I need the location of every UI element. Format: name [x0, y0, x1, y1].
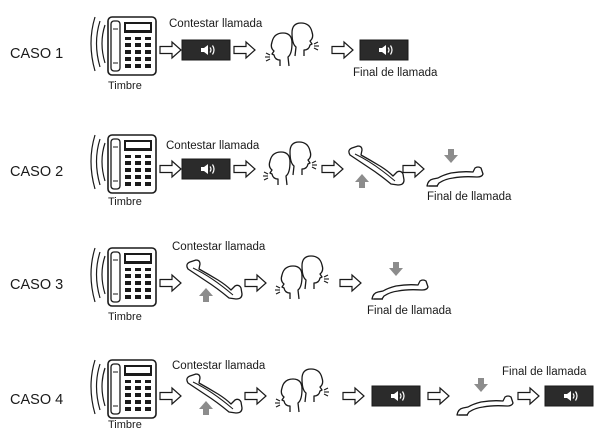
phone-icon — [90, 134, 157, 194]
phone-icon — [90, 247, 157, 307]
speaker-button-icon — [544, 385, 594, 407]
ring-label: Timbre — [108, 419, 142, 431]
case-row-2: CASO 2 Timbre Contestar llamada Final de… — [10, 134, 512, 208]
arrow-icon — [244, 387, 267, 405]
speaker-button-icon — [181, 158, 231, 180]
case-label: CASO 2 — [10, 164, 63, 180]
arrow-icon — [517, 387, 540, 405]
phone-icon — [90, 359, 157, 419]
phone-icon — [90, 16, 157, 76]
handset-icon — [456, 395, 514, 416]
case-row-3: CASO 3 Timbre Contestar llamada Final de… — [10, 241, 452, 323]
case-label: CASO 1 — [10, 46, 63, 62]
speaker-button-icon — [359, 39, 409, 61]
down-arrow-icon — [389, 262, 403, 276]
down-arrow-icon — [474, 378, 488, 392]
arrow-icon — [331, 41, 354, 59]
talking-heads-icon — [274, 368, 330, 413]
ring-label: Timbre — [108, 80, 142, 92]
arrow-icon — [321, 160, 344, 178]
arrow-icon — [427, 387, 450, 405]
case-label: CASO 3 — [10, 277, 63, 293]
answer-label: Contestar llamada — [166, 140, 260, 152]
case-row-1: CASO 1 Timbre Contestar llamada Final de… — [10, 16, 438, 92]
up-arrow-icon — [355, 174, 369, 188]
handset-icon — [371, 279, 429, 300]
case-row-4: CASO 4 Timbre Contestar llamada Final de… — [10, 359, 594, 431]
arrow-icon — [402, 160, 425, 178]
answer-label: Contestar llamada — [172, 360, 266, 372]
talking-heads-icon — [274, 255, 330, 300]
case-label: CASO 4 — [10, 392, 63, 408]
handset-icon — [186, 259, 243, 300]
arrow-icon — [342, 387, 365, 405]
arrow-icon — [159, 160, 182, 178]
arrow-icon — [339, 274, 362, 292]
end-label: Final de llamada — [353, 67, 438, 79]
arrow-icon — [244, 274, 267, 292]
answer-label: Contestar llamada — [169, 18, 263, 30]
up-arrow-icon — [199, 288, 213, 302]
arrow-icon — [159, 274, 182, 292]
handset-icon — [348, 145, 405, 186]
end-label: Final de llamada — [502, 366, 587, 378]
arrow-icon — [159, 41, 182, 59]
ring-label: Timbre — [108, 311, 142, 323]
end-label: Final de llamada — [427, 191, 512, 203]
end-label: Final de llamada — [367, 305, 452, 317]
up-arrow-icon — [199, 401, 213, 415]
arrow-icon — [159, 387, 182, 405]
handset-icon — [186, 373, 243, 414]
talking-heads-icon — [262, 141, 318, 186]
speaker-button-icon — [181, 39, 231, 61]
arrow-icon — [233, 160, 256, 178]
arrow-icon — [233, 41, 256, 59]
answer-label: Contestar llamada — [172, 241, 266, 253]
speaker-button-icon — [371, 385, 421, 407]
handset-icon — [426, 166, 484, 187]
down-arrow-icon — [444, 149, 458, 163]
talking-heads-icon — [264, 22, 320, 67]
ring-label: Timbre — [108, 196, 142, 208]
